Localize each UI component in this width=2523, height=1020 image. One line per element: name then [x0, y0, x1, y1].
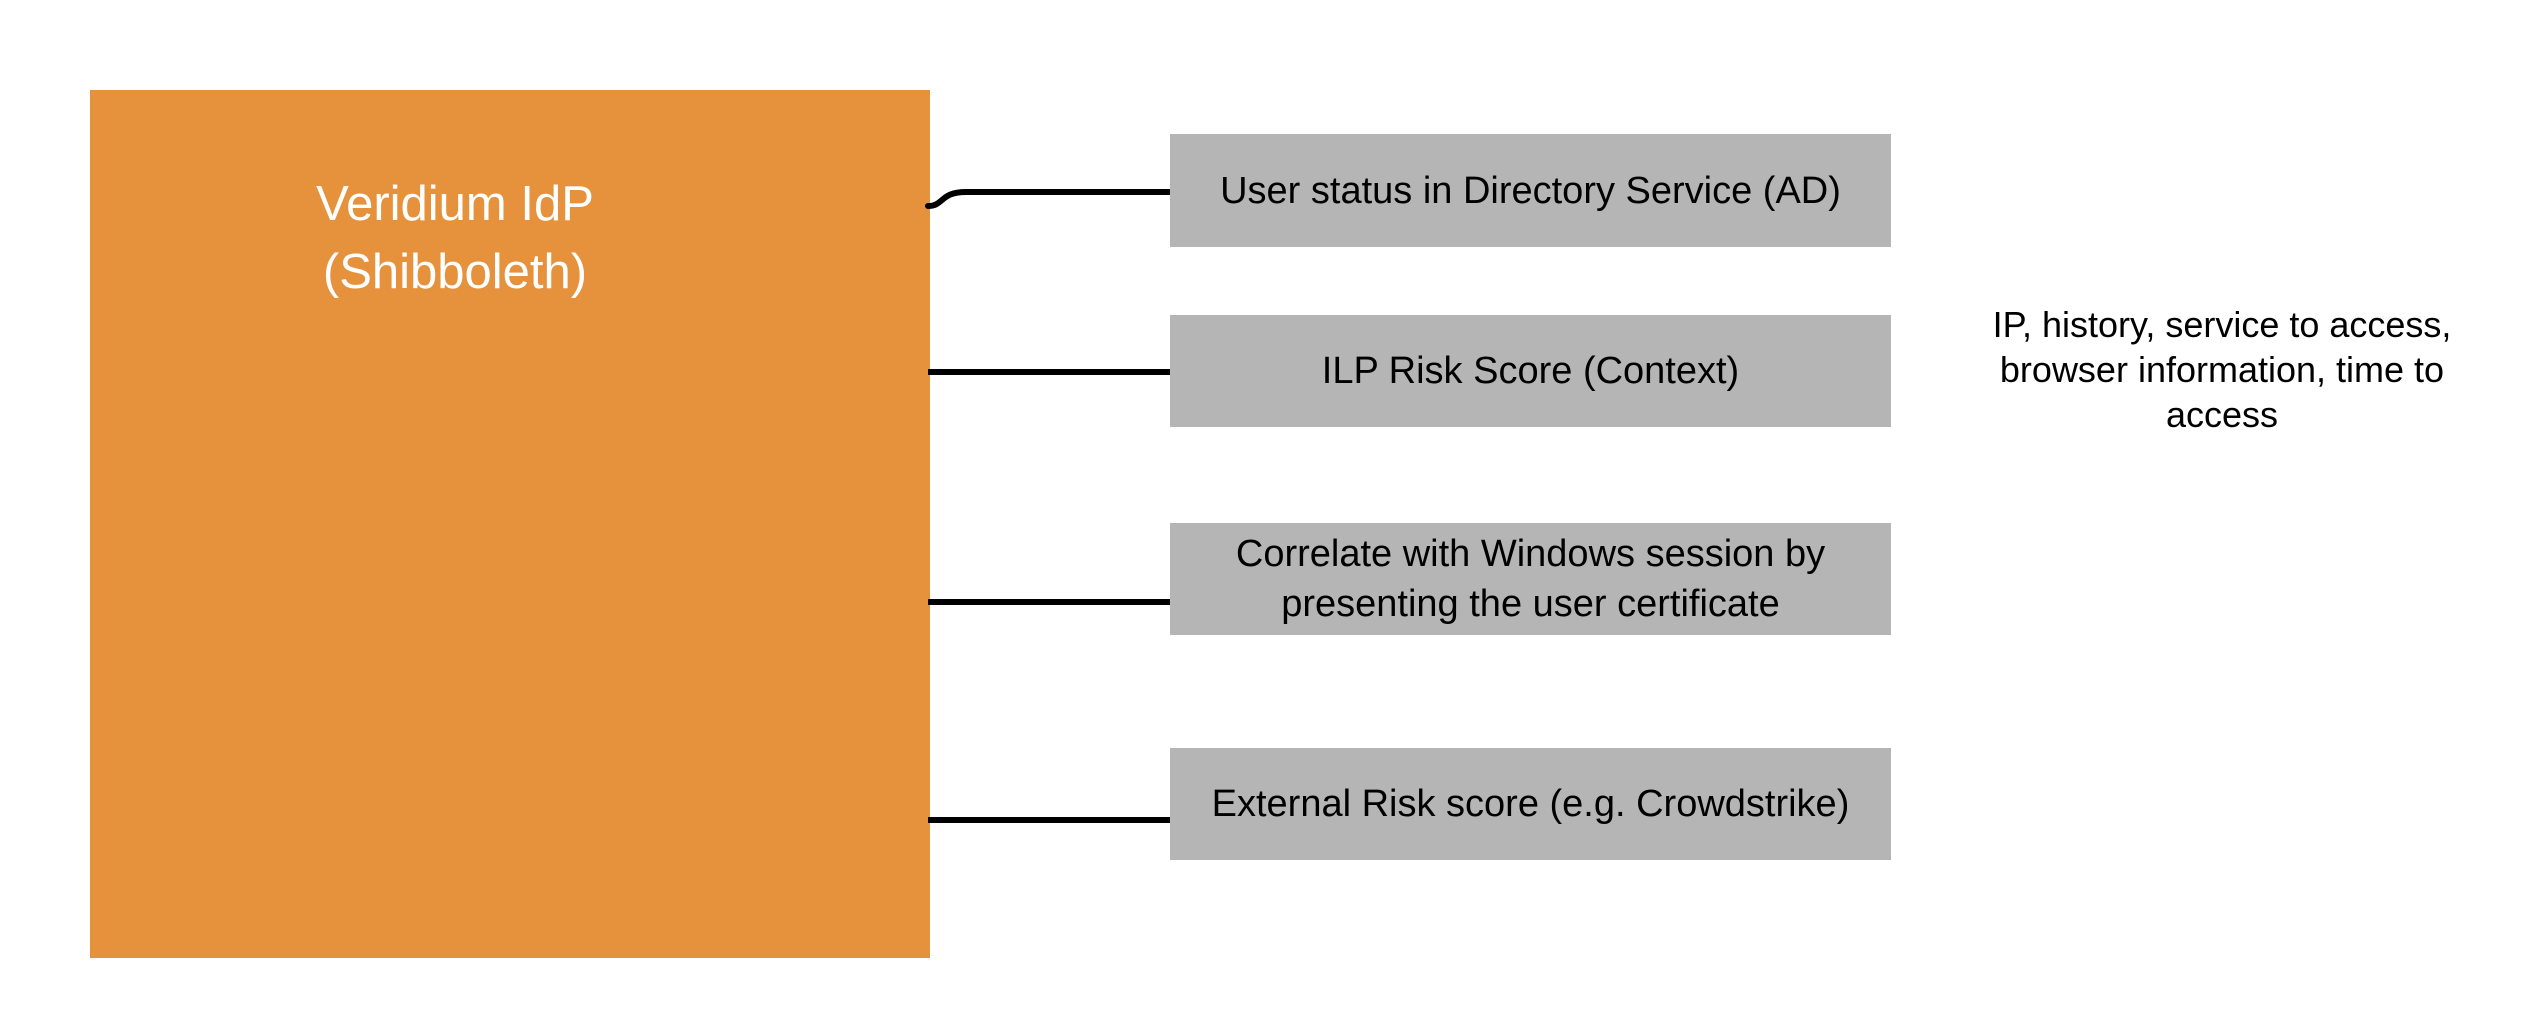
factor-label: External Risk score (e.g. Crowdstrike)	[1211, 783, 1850, 825]
factor-label: ILP Risk Score (Context)	[1321, 350, 1740, 392]
context-annotation-text: IP, history, service to access, browser …	[1992, 304, 2452, 435]
main-node-label: Veridium IdP (Shibboleth)	[316, 177, 594, 299]
factor-box-external-risk-score: External Risk score (e.g. Crowdstrike)	[1170, 748, 1891, 860]
factor-box-user-status: User status in Directory Service (AD)	[1170, 134, 1891, 247]
factor-label: Correlate with Windows session by presen…	[1235, 533, 1826, 625]
factor-box-ilp-risk-score: ILP Risk Score (Context)	[1170, 315, 1891, 427]
connector-line-1	[925, 189, 1175, 209]
main-node-veridium-idp	[90, 90, 930, 958]
factor-label: User status in Directory Service (AD)	[1220, 169, 1841, 212]
factor-box-windows-session-correlation: Correlate with Windows session by presen…	[1170, 523, 1891, 635]
